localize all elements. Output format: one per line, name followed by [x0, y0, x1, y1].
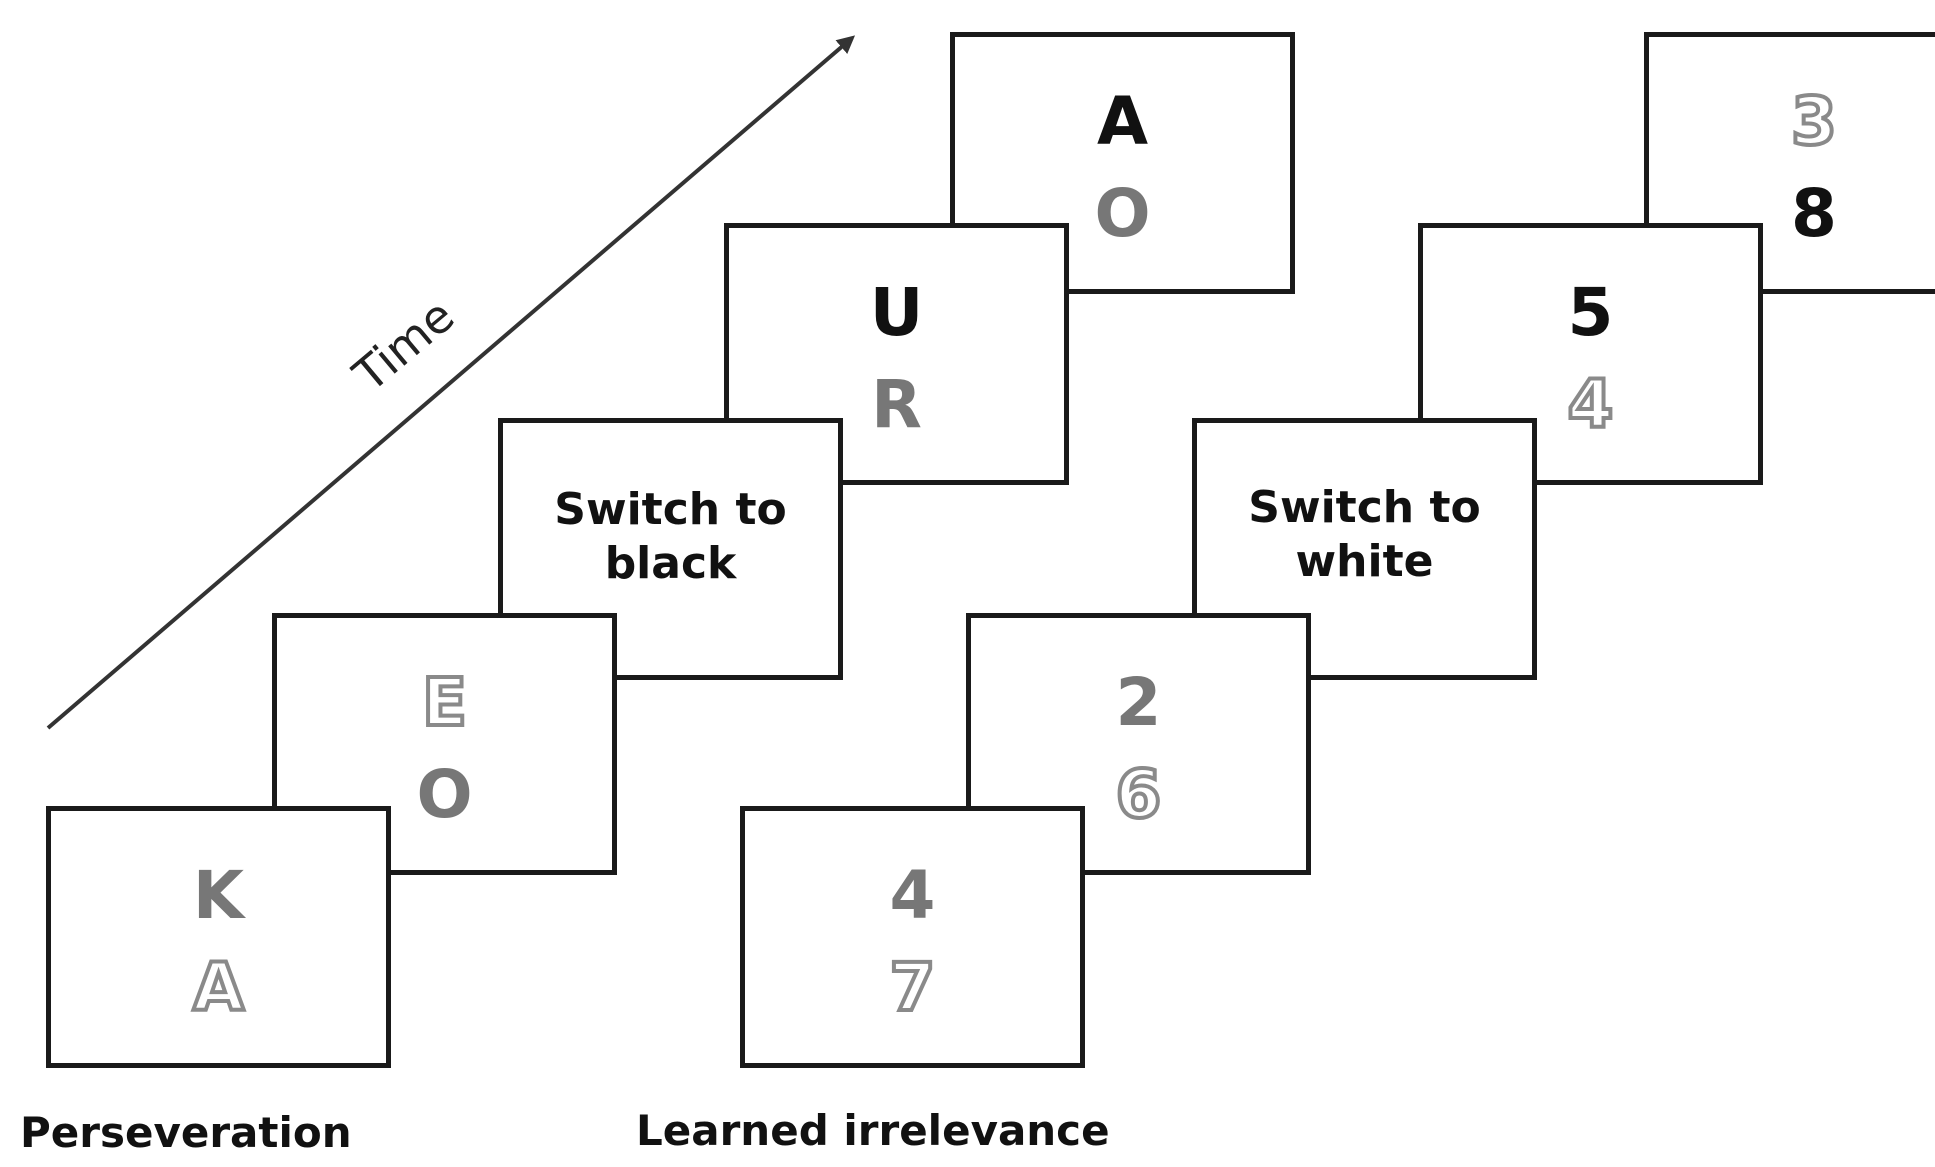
stimulus-top: 4	[889, 857, 936, 934]
stimulus-bottom: 6	[1114, 756, 1164, 833]
perseveration-frame-1: K A	[46, 806, 391, 1068]
stimulus-bottom: A	[191, 949, 246, 1026]
stimulus-bottom: 8	[1791, 175, 1837, 252]
cue-text-line-2: black	[604, 538, 737, 589]
stimulus-bottom: R	[871, 366, 922, 443]
perseveration-caption: Perseveration	[20, 1108, 352, 1157]
learned-irrelevance-cue-frame: Switch to white	[1192, 418, 1537, 680]
stimulus-top: E	[420, 664, 469, 741]
stimulus-bottom: 7	[888, 949, 938, 1026]
learned-irrelevance-frame-1: 4 7	[740, 806, 1085, 1068]
learned-irrelevance-frame-4: 5 4	[1418, 223, 1763, 485]
cue-text-line-2: white	[1295, 536, 1434, 587]
stimulus-bottom: O	[416, 756, 473, 833]
stimulus-top: K	[192, 857, 245, 934]
stimulus-top: A	[1096, 83, 1149, 160]
stimulus-top: 3	[1789, 83, 1839, 160]
stimulus-top: 2	[1115, 664, 1162, 741]
learned-irrelevance-caption: Learned irrelevance	[636, 1106, 1110, 1155]
cue-text-line-1: Switch to	[1248, 482, 1481, 533]
stimulus-top: U	[869, 274, 924, 351]
stimulus-bottom: O	[1094, 175, 1151, 252]
stimulus-top: 5	[1567, 274, 1614, 351]
perseveration-cue-frame: Switch to black	[498, 418, 843, 680]
cue-text-line-1: Switch to	[554, 484, 787, 535]
stimulus-bottom: 4	[1566, 366, 1616, 443]
